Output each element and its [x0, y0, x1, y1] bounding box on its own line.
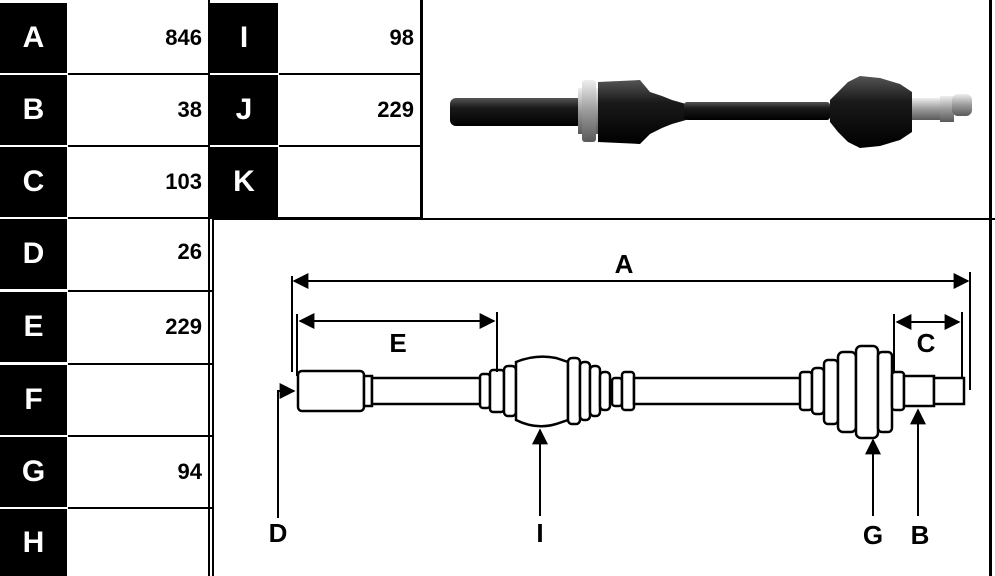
row-label-a: A: [0, 3, 67, 73]
row-value-d: 26: [68, 219, 208, 289]
label-i: I: [536, 518, 543, 548]
grid-line: [68, 363, 214, 365]
grid-line: [420, 0, 423, 219]
grid-line: [208, 0, 210, 576]
grid-line: [214, 218, 995, 220]
grid-line: [68, 507, 214, 509]
row-value-b: 38: [68, 75, 208, 145]
grid-line: [68, 290, 214, 292]
row-label-c: C: [0, 147, 67, 217]
dimension-lines: [277, 272, 971, 518]
row-value-a: 846: [68, 3, 208, 73]
row-label-h: H: [0, 509, 67, 576]
row-value-k: [279, 147, 420, 217]
grid-line: [279, 145, 420, 147]
label-e: E: [389, 328, 406, 358]
driveshaft-photo: [450, 76, 972, 148]
label-g: G: [863, 520, 883, 550]
row-label-i: I: [210, 3, 278, 73]
driveshaft-technical-drawing: [296, 344, 966, 440]
label-d: D: [269, 518, 288, 548]
row-label-f: F: [0, 365, 67, 435]
label-b: B: [911, 520, 930, 550]
row-value-j: 229: [279, 75, 420, 145]
row-value-e: 229: [68, 292, 208, 362]
grid-line: [279, 73, 420, 75]
row-value-f: [68, 365, 208, 435]
row-value-i: 98: [279, 3, 420, 73]
row-value-g: 94: [68, 437, 208, 507]
row-label-e: E: [0, 292, 67, 362]
row-value-c: 103: [68, 147, 208, 217]
grid-line: [68, 145, 208, 147]
label-a: A: [615, 249, 634, 279]
row-label-d: D: [0, 219, 67, 289]
row-value-h: [68, 509, 208, 576]
grid-line: [68, 73, 208, 75]
grid-line: [68, 435, 214, 437]
label-c: C: [917, 328, 936, 358]
row-label-g: G: [0, 437, 67, 507]
row-label-k: K: [210, 147, 278, 217]
grid-line: [989, 0, 992, 576]
row-label-j: J: [210, 75, 278, 145]
grid-line: [212, 219, 214, 576]
row-label-b: B: [0, 75, 67, 145]
